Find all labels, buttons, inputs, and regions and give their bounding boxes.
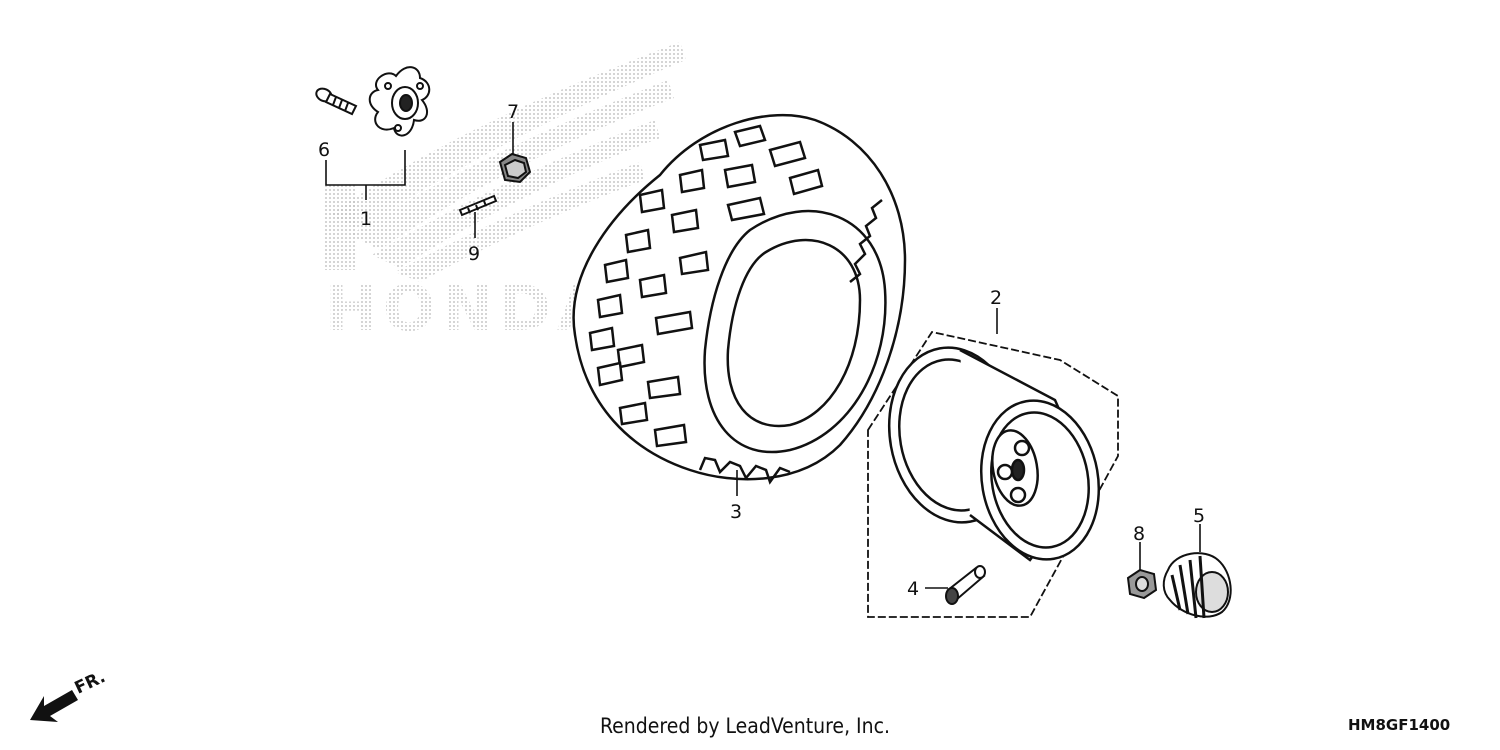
front-direction-label: FR. bbox=[72, 667, 109, 698]
callout-7[interactable]: 7 bbox=[507, 101, 519, 123]
footer-credit: Rendered by LeadVenture, Inc. bbox=[600, 714, 890, 738]
callout-1[interactable]: 1 bbox=[360, 208, 372, 230]
callout-3[interactable]: 3 bbox=[730, 501, 742, 523]
wheel-hub-part-1[interactable] bbox=[368, 66, 431, 137]
callout-9[interactable]: 9 bbox=[468, 243, 480, 265]
wheel-rim-part-2[interactable] bbox=[876, 337, 1111, 569]
callout-8[interactable]: 8 bbox=[1133, 523, 1145, 545]
castle-nut-part-7[interactable] bbox=[498, 152, 532, 184]
tire-part-3[interactable] bbox=[572, 113, 907, 485]
hex-nut-part-8[interactable] bbox=[1126, 568, 1158, 600]
leader-lines bbox=[325, 122, 1201, 589]
wheel-rim-bracket bbox=[867, 330, 1119, 618]
cotter-pin-part-9[interactable] bbox=[458, 194, 498, 217]
callout-labels: 1 2 3 4 5 6 7 8 9 bbox=[318, 101, 1205, 600]
flange-bolt-part-6[interactable] bbox=[314, 86, 358, 116]
diagram-code: HM8GF1400 bbox=[1348, 716, 1450, 734]
valve-stem-part-4[interactable] bbox=[945, 565, 986, 605]
callout-2[interactable]: 2 bbox=[990, 287, 1002, 309]
honda-watermark-text: HONDA bbox=[325, 272, 611, 345]
callout-4[interactable]: 4 bbox=[907, 578, 919, 600]
hub-cap-part-5[interactable] bbox=[1162, 552, 1232, 619]
front-direction-arrow: FR. bbox=[30, 667, 109, 722]
callout-6[interactable]: 6 bbox=[318, 139, 330, 161]
callout-5[interactable]: 5 bbox=[1193, 505, 1205, 527]
